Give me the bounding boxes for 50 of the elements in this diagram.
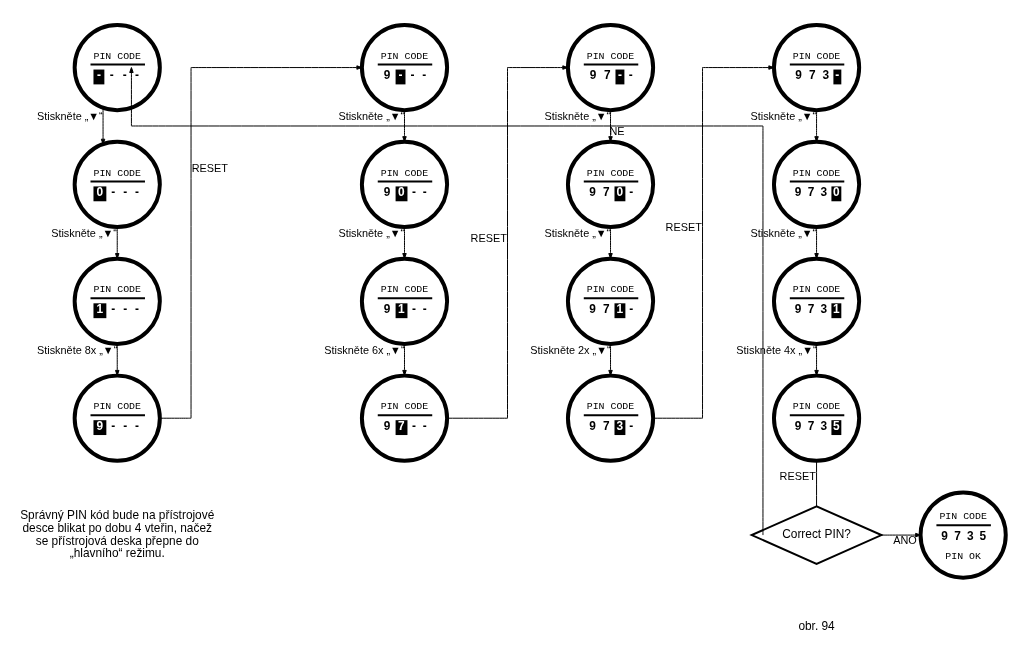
node-circle: PIN CODE 9 7 3 1	[772, 256, 862, 346]
edge-label: Stiskněte „▼“	[338, 110, 405, 123]
node-circle: PIN CODE 9 - - -	[72, 373, 162, 463]
node-circle: PIN CODE 9 7 3 -	[772, 23, 862, 113]
arrow	[814, 343, 819, 376]
arrow	[881, 532, 922, 538]
node-circle: PIN CODE 9 1 - -	[359, 256, 450, 346]
edge-label: RESET	[665, 221, 702, 234]
arrow	[608, 343, 613, 376]
node-circle: PIN CODE 9 - - -	[359, 23, 450, 113]
edge-label: Stiskněte „▼“	[338, 227, 405, 240]
node-circle: PIN CODE 9 7 0 -	[565, 139, 656, 229]
arrow	[652, 65, 775, 419]
arrow	[402, 343, 407, 376]
node-circle: PIN CODE 9 7 3 5 PIN OK	[918, 490, 1008, 580]
connector	[816, 460, 818, 507]
arrow	[608, 226, 613, 259]
arrow	[402, 109, 407, 143]
arrow	[608, 109, 613, 143]
arrow	[446, 65, 569, 419]
label: Správný PIN kód bude na přístrojové desce blikat po dobu 4 vteřin, načež se přístrojová deska přepne do „hlavního“ režimu.	[20, 507, 215, 561]
edge-label: RESET	[191, 162, 228, 175]
edge-label: Stiskněte „▼“	[36, 110, 103, 123]
edge-label: RESET	[470, 232, 507, 245]
arrow	[159, 65, 363, 419]
node-diamond: Correct PIN?	[749, 505, 884, 565]
node-circle: PIN CODE 9 7 3 5	[772, 373, 862, 463]
node-circle: PIN CODE 9 7 3 0	[772, 139, 862, 229]
node-circle: PIN CODE 9 7 - -	[565, 23, 656, 113]
arrow	[402, 226, 407, 259]
arrow	[814, 226, 819, 259]
edge-label: Stiskněte „▼“	[750, 110, 817, 123]
node-circle: PIN CODE 9 7 1 -	[565, 256, 656, 346]
arrow	[115, 226, 120, 259]
node-circle: PIN CODE 9 0 - -	[359, 139, 450, 229]
edge-label: Stiskněte 8x „▼“	[36, 344, 118, 357]
arrow	[100, 107, 106, 145]
edge-label: ANO	[893, 533, 917, 546]
node-circle: PIN CODE - - - -	[72, 23, 162, 113]
edge-label: RESET	[779, 470, 816, 483]
node-circle: PIN CODE 1 - - -	[72, 256, 162, 346]
arrow	[814, 109, 819, 143]
node-circle: PIN CODE 9 7 3 -	[565, 373, 656, 463]
edge-label: Stiskněte „▼“	[544, 110, 611, 123]
edge-label: Stiskněte „▼“	[51, 227, 117, 240]
edge-label: Stiskněte „▼“	[544, 227, 611, 240]
node-circle: PIN CODE 9 7 - -	[359, 373, 450, 463]
label: obr. 94	[798, 619, 835, 634]
arrow	[115, 343, 120, 376]
edge-label: Stiskněte „▼“	[750, 227, 817, 240]
